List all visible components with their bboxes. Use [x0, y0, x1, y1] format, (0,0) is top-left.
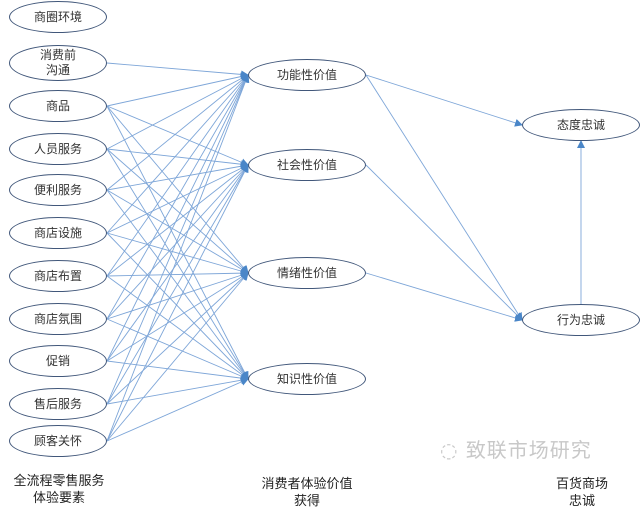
edge-arrow	[106, 164, 249, 362]
edge-arrow	[106, 272, 249, 442]
edge-arrow	[106, 105, 249, 274]
edge-arrow	[106, 148, 249, 274]
edge-arrow	[365, 74, 523, 127]
service-element-node: 售后服务	[9, 388, 107, 420]
service-element-node: 顾客关怀	[9, 425, 107, 457]
service-element-node: 商店设施	[9, 217, 107, 249]
watermark-text: 致联市场研究	[465, 438, 592, 462]
edge-arrow	[106, 164, 249, 277]
experience-value-node: 社会性价值	[248, 149, 366, 181]
edge-arrow	[106, 74, 249, 405]
edge-arrow	[106, 376, 249, 405]
service-element-node: 商店布置	[9, 260, 107, 292]
edge-arrow	[106, 74, 249, 150]
service-element-node: 商品	[9, 90, 107, 122]
watermark: ◌ 致联市场研究	[440, 438, 592, 462]
edge-arrow	[365, 74, 523, 321]
service-element-node: 商圈环境	[9, 1, 107, 33]
service-element-node: 人员服务	[9, 133, 107, 165]
edge-arrow	[106, 74, 249, 234]
loyalty-node: 行为忠诚	[522, 304, 640, 336]
edge-arrow	[106, 74, 249, 362]
edge-arrow	[106, 148, 249, 169]
edge-arrow	[106, 74, 249, 191]
edge-arrow	[365, 272, 523, 322]
edge-arrow	[106, 232, 249, 275]
edge-arrow	[106, 148, 249, 380]
edge-arrow	[106, 164, 249, 320]
edge-arrow	[106, 164, 249, 234]
wechat-icon: ◌	[440, 438, 466, 462]
edge-arrow	[106, 72, 249, 107]
service-element-node: 商店氛围	[9, 303, 107, 335]
edge-arrow	[106, 74, 250, 442]
edge-arrow	[106, 62, 249, 79]
edge-arrow	[106, 272, 249, 405]
edge-arrow	[106, 74, 249, 277]
edge-arrow	[106, 271, 249, 320]
experience-value-node: 功能性价值	[248, 59, 366, 91]
service-element-node: 便利服务	[9, 174, 107, 206]
caption-store-loyalty: 百货商场 忠诚	[555, 477, 608, 509]
edge-arrow	[106, 269, 249, 278]
edge-arrow	[106, 162, 249, 191]
service-element-node: 促销	[9, 345, 107, 377]
edge-arrow	[106, 272, 249, 362]
service-element-node: 消费前 沟通	[9, 45, 107, 81]
experience-value-node: 情绪性价值	[248, 257, 366, 289]
edge-arrow	[106, 378, 249, 442]
experience-value-node: 知识性价值	[248, 363, 366, 395]
edge-arrow	[106, 189, 249, 274]
edge-arrow	[106, 74, 249, 320]
caption-experience-value: 消费者体验价值 获得	[261, 477, 353, 509]
caption-service-elements: 全流程零售服务 体验要素	[13, 474, 105, 506]
edge-arrow	[365, 164, 523, 321]
loyalty-node: 态度忠诚	[522, 109, 640, 141]
edge-arrow	[106, 105, 249, 166]
edge-arrow	[106, 164, 249, 405]
edge-arrow	[106, 164, 249, 442]
